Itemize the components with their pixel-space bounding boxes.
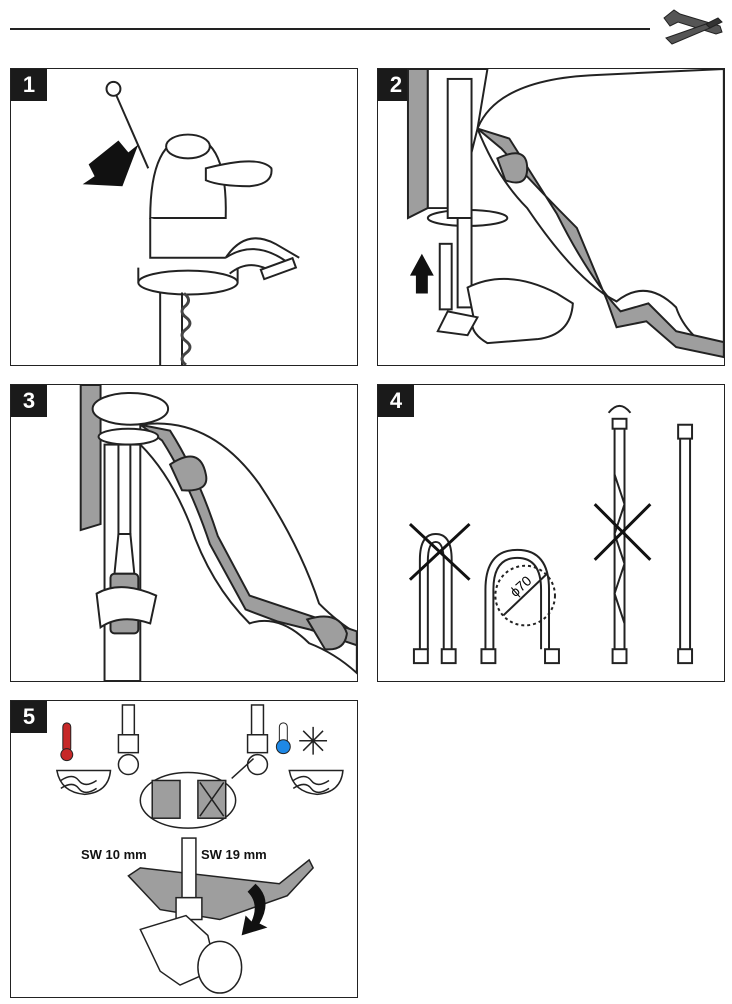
rotate-arrow-icon	[241, 883, 268, 936]
bend-diameter-label: ϕ70	[507, 572, 535, 600]
header-rule	[10, 28, 650, 30]
cold-water-icon	[275, 722, 344, 796]
wrench-size-left: SW 10 mm	[81, 847, 147, 862]
hot-water-icon	[55, 722, 112, 796]
step-5-panel: 5	[10, 700, 358, 998]
step-number: 4	[378, 385, 414, 417]
faucet-lever-illustration	[82, 80, 300, 365]
up-arrow-icon	[409, 253, 434, 294]
screwdriver-tightening-illustration	[79, 385, 357, 681]
step-number: 1	[11, 69, 47, 101]
step-3-panel: 3	[10, 384, 358, 682]
wrong-cross-icon	[408, 503, 652, 581]
step-1-panel: 1	[10, 68, 358, 366]
hose-bending-rules-illustration: ϕ70	[408, 404, 694, 665]
step-number: 3	[11, 385, 47, 417]
wrench-screwdriver-icon	[663, 9, 723, 45]
wrench-size-right: SW 19 mm	[201, 847, 267, 862]
hose-installation-illustration	[406, 69, 724, 359]
down-arrow-icon	[82, 140, 139, 187]
step-2-panel: 2	[377, 68, 725, 366]
step-number: 5	[11, 701, 47, 733]
supply-connection-illustration	[55, 704, 344, 994]
step-4-panel: 4	[377, 384, 725, 682]
